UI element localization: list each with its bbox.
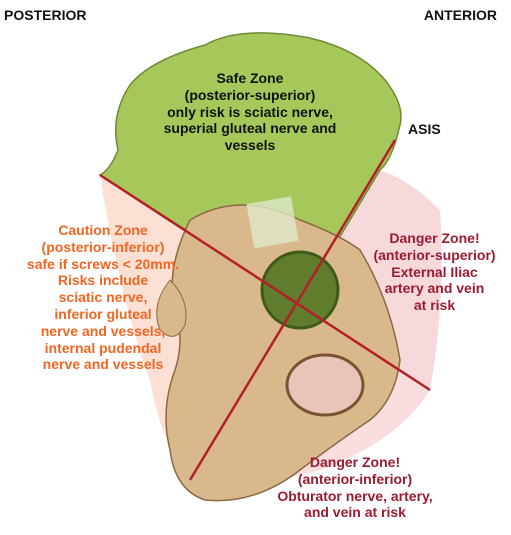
danger-zone-anterior-inferior-label: Danger Zone! (anterior-inferior) Obturat… <box>255 454 455 521</box>
caution-zone-line: Risks include <box>57 272 149 289</box>
danger-zone-anterior-superior-label: Danger Zone! (anterior-superior) Externa… <box>362 230 507 314</box>
lattice-patch <box>246 196 299 249</box>
caution-zone-line: nerve and vessels, <box>40 322 166 339</box>
danger-ai-line: Danger Zone! <box>309 454 401 470</box>
caution-zone-line: sciatic nerve, <box>58 289 148 306</box>
acetabulum-rim <box>260 250 340 330</box>
danger-ai-line: and vein at risk <box>304 504 406 521</box>
safe-zone-label: Safe Zone (posterior-superior) only risk… <box>150 70 350 154</box>
divider-line-anterior <box>188 139 397 481</box>
caution-zone-label: Caution Zone (posterior-inferior) safe i… <box>8 222 198 373</box>
danger-ai-line: Obturator nerve, artery, <box>277 487 433 504</box>
caution-zone-line: (posterior-inferior) <box>41 238 165 255</box>
anterior-header: ANTERIOR <box>423 7 497 23</box>
pelvis-bone-body <box>165 204 401 502</box>
caution-zone-line: Caution Zone <box>58 222 148 238</box>
acetabulum <box>262 252 338 328</box>
danger-as-line: (anterior-superior) <box>373 246 496 263</box>
safe-zone-line: Safe Zone <box>216 70 284 86</box>
safe-zone-line: only risk is sciatic nerve, <box>167 103 333 120</box>
posterior-header: POSTERIOR <box>4 7 87 23</box>
danger-as-line: artery and vein <box>384 280 485 297</box>
ischial-spine <box>156 279 187 337</box>
safe-zone-line: (posterior-superior) <box>184 86 316 103</box>
caution-zone-line: nerve and vessels <box>42 356 164 373</box>
divider-line-posterior-superior <box>99 173 431 392</box>
danger-as-line: at risk <box>413 297 456 314</box>
danger-as-line: External Iliac <box>391 263 478 280</box>
safe-zone-line: superial gluteal nerve and <box>163 120 337 137</box>
obturator-foramen <box>285 353 365 417</box>
asis-label: ASIS <box>408 121 441 137</box>
caution-zone-line: inferior gluteal <box>54 305 152 322</box>
caution-zone-line: internal pudendal <box>44 339 162 356</box>
safe-zone-line: vessels <box>224 137 276 154</box>
caution-zone-line: safe if screws < 20mm. <box>26 255 180 272</box>
danger-ai-line: (anterior-inferior) <box>297 470 413 487</box>
danger-as-line: Danger Zone! <box>389 230 480 246</box>
